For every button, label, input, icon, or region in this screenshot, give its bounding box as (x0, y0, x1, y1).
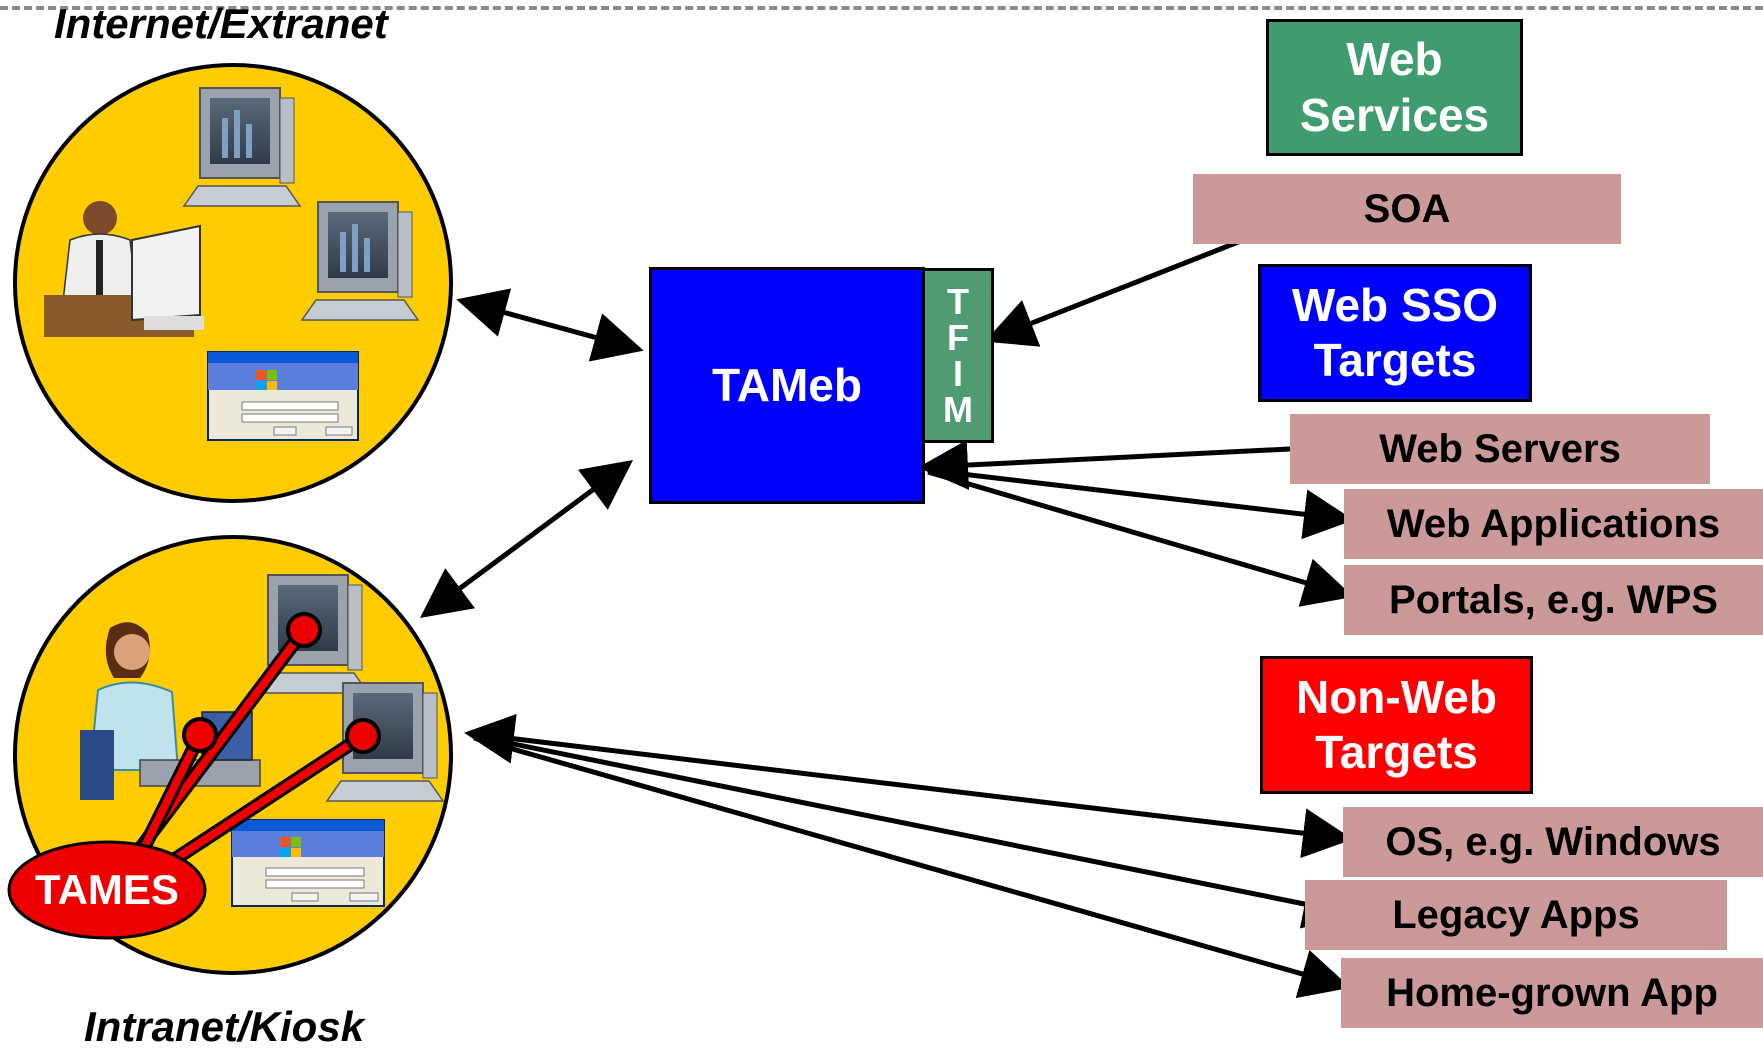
portals-label: Portals, e.g. WPS (1389, 577, 1718, 622)
web-services-label: Web Services (1299, 33, 1490, 141)
web-applications-target: Web Applications (1344, 489, 1763, 559)
desktop-computer-icon (182, 87, 302, 207)
tfim-letter: M (943, 388, 973, 430)
non-web-targets-box: Non-Web Targets (1260, 656, 1533, 794)
arrow-intranet-to-legacy-apps (473, 733, 1354, 929)
soa-target: SOA (1193, 174, 1621, 244)
tameb-label: TAMeb (712, 358, 862, 411)
legacy-apps-target: Legacy Apps (1305, 880, 1727, 950)
tames-label: TAMES (35, 866, 179, 913)
home-grown-app-label: Home-grown App (1386, 970, 1718, 1015)
arrow-tameb-to-web-servers (918, 423, 1360, 490)
tfim-letter: F (947, 316, 969, 358)
arrow-tameb-to-web-applications (927, 467, 1354, 540)
soa-label: SOA (1363, 186, 1451, 231)
internet-extranet-label: Internet/Extranet (54, 0, 388, 47)
arrow-internet-to-tameb (456, 288, 644, 362)
web-servers-label: Web Servers (1379, 426, 1621, 471)
tames-ellipse (7, 840, 207, 940)
windows-login-dialog-icon (207, 351, 359, 441)
home-grown-app-target: Home-grown App (1341, 958, 1763, 1028)
tfim-letter: I (952, 352, 963, 394)
os-label: OS, e.g. Windows (1385, 819, 1721, 864)
connection-arrows (419, 193, 1360, 999)
desktop-computer-icon (300, 201, 420, 321)
person-at-computer-icon (44, 201, 204, 337)
arrow-intranet-to-home-grown (473, 735, 1351, 999)
portals-target: Portals, e.g. WPS (1344, 565, 1763, 635)
web-sso-targets-box: Web SSO Targets (1258, 264, 1532, 402)
arrow-intranet-to-tameb (419, 460, 634, 618)
web-sso-targets-label: Web SSO Targets (1291, 278, 1499, 386)
tfim-box: T F I M (922, 268, 994, 443)
intranet-kiosk-label: Intranet/Kiosk (84, 1003, 365, 1050)
os-target: OS, e.g. Windows (1343, 807, 1763, 877)
legacy-apps-label: Legacy Apps (1392, 892, 1640, 937)
web-services-box: Web Services (1266, 19, 1523, 156)
web-applications-label: Web Applications (1386, 501, 1721, 546)
zone-divider-line (0, 6, 1763, 10)
web-servers-target: Web Servers (1290, 414, 1710, 484)
desktop-computer-icon (325, 682, 445, 802)
arrow-tameb-to-portals (927, 469, 1354, 607)
tfim-letter: T (947, 280, 969, 322)
non-web-targets-label: Non-Web Targets (1295, 670, 1497, 778)
tameb-box: TAMeb (649, 267, 925, 504)
arrow-intranet-to-os (464, 713, 1353, 859)
windows-login-dialog-icon (231, 819, 385, 907)
